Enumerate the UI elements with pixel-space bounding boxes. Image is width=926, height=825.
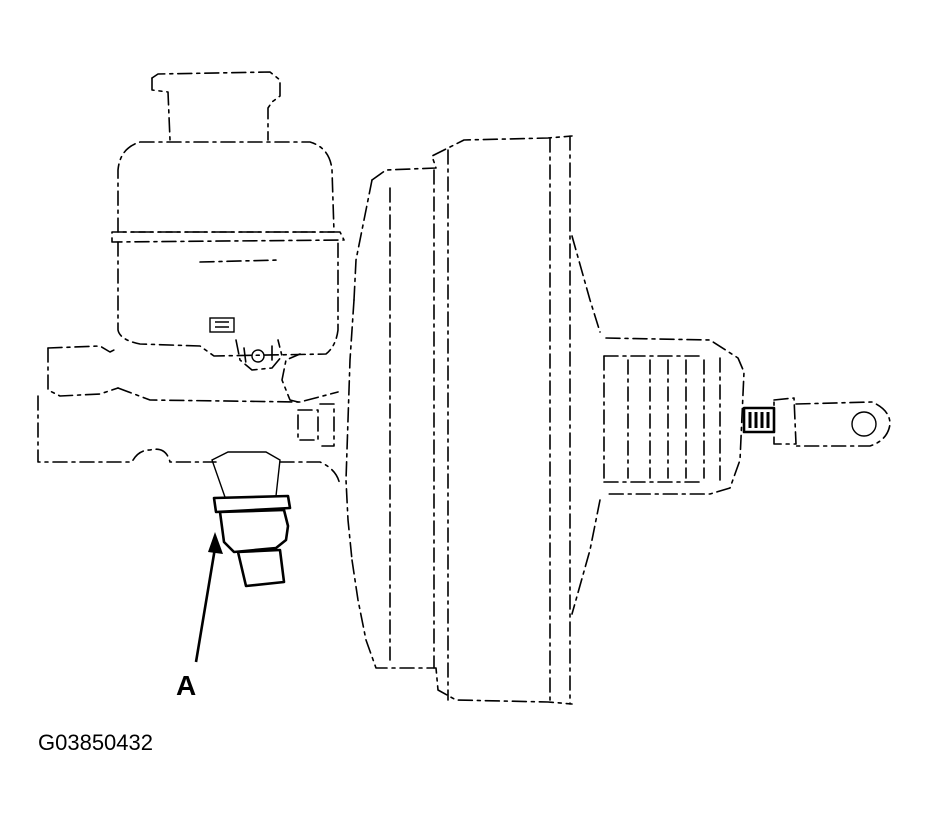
reservoir-cap (151, 71, 281, 141)
callout-arrow (194, 532, 223, 663)
pushrod-clevis (742, 397, 891, 447)
pushrod-boot (603, 337, 745, 495)
callout-label-a: A (176, 670, 197, 701)
arrow-head (208, 532, 223, 554)
master-cylinder-reservoir (111, 141, 345, 357)
clevis-pin-hole (851, 411, 877, 437)
master-cylinder-body (37, 339, 341, 487)
pressure-sensor (211, 451, 292, 588)
reservoir-label-plate (209, 317, 235, 333)
fitting-bolt (251, 349, 265, 363)
brake-booster-shell (345, 135, 601, 705)
figure-id-label: G03850432 (38, 730, 153, 755)
